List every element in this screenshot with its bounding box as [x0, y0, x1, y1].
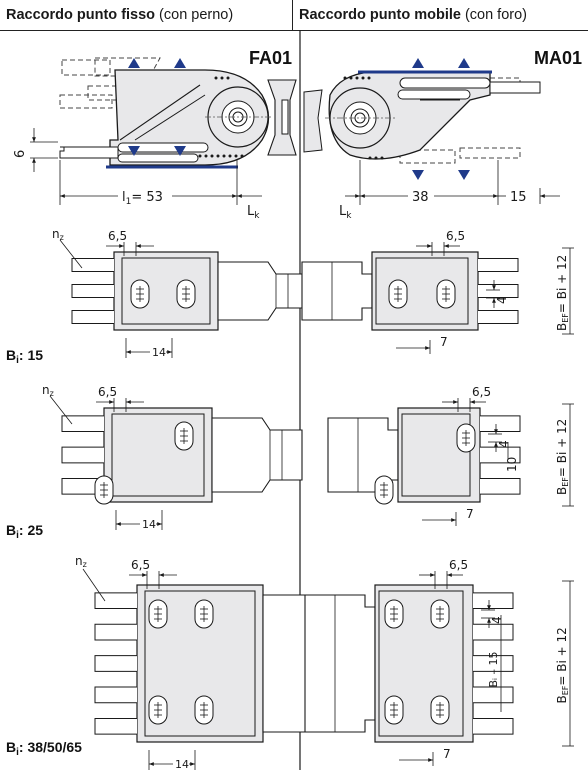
pin-slot	[430, 695, 450, 725]
pin-slot	[174, 421, 194, 451]
finger-tab	[478, 258, 519, 272]
section-3: nz 6,5 6,5 14 7 4 Bᵢ – 15 BEF= Bi + 12 Bi: 38/50…	[6, 554, 574, 770]
nz-label: nz	[42, 383, 54, 398]
pin-slot	[384, 599, 404, 629]
section-2: nz 6,5 6,5 14 7 4 10 BEF= Bi + 12 Bi: 25	[6, 383, 574, 541]
dim-6-5-left: 6,5	[98, 385, 117, 399]
header-fixed-point: Raccordo punto fisso (con perno)	[0, 0, 294, 30]
dim-6-5-left: 6,5	[131, 558, 150, 572]
chain-link-left	[217, 261, 309, 321]
chain-link-right	[301, 261, 373, 321]
finger-tab	[71, 258, 114, 272]
nz-label: nz	[52, 227, 64, 242]
finger-tab	[61, 415, 104, 432]
finger-tab	[480, 415, 521, 432]
header: Raccordo punto fisso (con perno) Raccord…	[0, 0, 588, 31]
finger-tab	[94, 686, 137, 704]
code-ma01: MA01	[534, 48, 582, 68]
pin-slot	[388, 279, 408, 309]
pin-slot	[456, 423, 476, 453]
pin-slot	[176, 279, 196, 309]
dim-bi-minus-15: Bᵢ – 15	[487, 651, 500, 687]
dim-bef: BEF= Bi + 12	[555, 627, 570, 703]
pin-slot	[374, 475, 394, 505]
dim-6-5-right: 6,5	[449, 558, 468, 572]
dim-14: 14	[142, 518, 156, 531]
dim-4: 4	[495, 296, 509, 304]
header-right-sub: (con foro)	[464, 7, 527, 23]
finger-tab	[473, 655, 514, 672]
dim-6-5-right: 6,5	[446, 229, 465, 243]
finger-tab	[61, 446, 104, 464]
dim-38: 38	[412, 190, 429, 205]
dim-4: 4	[497, 440, 511, 448]
finger-tab	[473, 717, 514, 735]
dim-4: 4	[490, 616, 504, 624]
dim-7: 7	[443, 747, 451, 761]
header-left-sub: (con perno)	[159, 7, 234, 23]
header-right-title: Raccordo punto mobile	[299, 7, 461, 23]
dim-l1: l1= 53	[122, 190, 163, 207]
dim-14: 14	[152, 346, 166, 359]
finger-tab	[473, 592, 514, 610]
finger-tab	[473, 623, 514, 641]
dim-7: 7	[440, 335, 448, 349]
chain-link-left	[211, 417, 303, 493]
nz-label: nz	[75, 554, 87, 569]
pin-slot	[430, 599, 450, 629]
fa01-drawing	[59, 57, 297, 169]
dim-6-5-right: 6,5	[472, 385, 491, 399]
pin-slot	[436, 279, 456, 309]
dim-15: 15	[510, 190, 527, 205]
pin-slot	[384, 695, 404, 725]
top-dimensions: 6 l1= 53 Lk Lk 38 15	[13, 128, 560, 221]
chain-link-right	[304, 594, 376, 733]
pin-slot	[130, 279, 150, 309]
finger-tab	[480, 446, 521, 464]
header-moving-point: Raccordo punto mobile (con foro)	[293, 0, 588, 30]
dim-bef: BEF= Bi + 12	[555, 419, 570, 495]
pin-slot	[148, 599, 168, 629]
dim-6: 6	[13, 150, 28, 158]
dim-6-5-left: 6,5	[108, 229, 127, 243]
pin-slot	[194, 695, 214, 725]
pin-slot	[194, 599, 214, 629]
bi-label: Bi: 25	[6, 522, 43, 541]
finger-tab	[94, 717, 137, 735]
pin-slot	[94, 475, 114, 505]
finger-tab	[473, 686, 514, 704]
dim-bef: BEF= Bi + 12	[555, 255, 570, 331]
ma01-drawing	[303, 58, 541, 180]
finger-tab	[94, 592, 137, 610]
finger-tab	[478, 284, 519, 298]
section-1: nz 6,5 6,5 14 7 4 BEF= Bi + 12 Bi: 15	[6, 227, 574, 366]
finger-tab	[94, 655, 137, 672]
finger-tab	[61, 478, 104, 495]
pin-slot	[148, 695, 168, 725]
dim-lk-left: Lk	[247, 204, 260, 221]
finger-tab	[94, 623, 137, 641]
finger-tab	[71, 310, 114, 324]
header-left-title: Raccordo punto fisso	[6, 7, 156, 23]
dim-lk-right: Lk	[339, 204, 352, 221]
finger-tab	[478, 310, 519, 324]
dim-10: 10	[505, 457, 519, 472]
finger-tab	[480, 478, 521, 495]
code-fa01: FA01	[249, 48, 292, 68]
dim-7: 7	[466, 507, 474, 521]
bi-label: Bi: 38/50/65	[6, 739, 82, 758]
dim-14: 14	[175, 758, 189, 770]
finger-tab	[71, 284, 114, 298]
bi-label: Bi: 15	[6, 347, 43, 366]
